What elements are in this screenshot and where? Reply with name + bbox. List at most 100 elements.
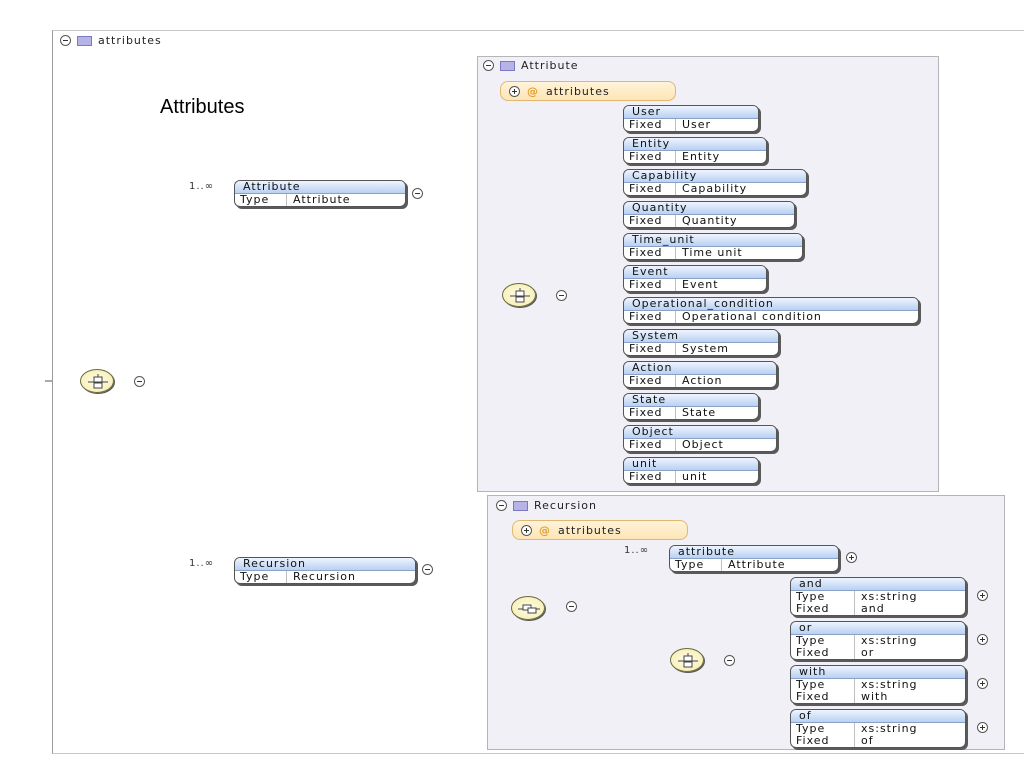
attributes-group-label: attributes xyxy=(558,523,622,537)
expand-icon[interactable] xyxy=(977,678,988,689)
collapse-icon[interactable] xyxy=(556,290,567,301)
attribute-child-element[interactable]: attribute Type Attribute xyxy=(669,545,839,572)
attributes-group-label: attributes xyxy=(546,84,610,98)
complex-type-icon xyxy=(77,35,92,46)
sequence-compositor-icon[interactable] xyxy=(502,283,536,307)
sequence-compositor-icon[interactable] xyxy=(511,596,545,620)
fixed-value: Entity xyxy=(682,150,721,163)
fixed-label: Fixed xyxy=(624,279,676,291)
multiplicity-label: 1..∞ xyxy=(624,545,650,556)
expand-icon[interactable] xyxy=(977,722,988,733)
fixed-label: Fixed xyxy=(624,343,676,355)
attribute-at-icon: @ xyxy=(539,523,551,537)
fixed-label: Fixed xyxy=(624,375,676,387)
element-name: Entity xyxy=(624,138,766,151)
fixed-value: Time unit xyxy=(682,246,743,259)
collapse-icon[interactable] xyxy=(422,564,433,575)
recursion-panel-header[interactable]: Recursion xyxy=(496,499,597,512)
element-name: or xyxy=(791,622,965,635)
fixed-value: Capability xyxy=(682,182,748,195)
choice-compositor-icon[interactable] xyxy=(670,648,704,672)
fixed-value: with xyxy=(861,690,889,703)
element-name: User xyxy=(624,106,758,119)
fixed-value: Action xyxy=(682,374,723,387)
fixed-label: Fixed xyxy=(624,407,676,419)
element-name: Attribute xyxy=(235,181,405,194)
sequence-compositor-icon[interactable] xyxy=(80,369,114,393)
fixed-label: Fixed xyxy=(624,151,676,163)
element-name: Time_unit xyxy=(624,234,802,247)
attributes-group[interactable]: @ attributes xyxy=(512,520,688,540)
attribute-at-icon: @ xyxy=(527,84,539,98)
collapse-icon[interactable] xyxy=(724,655,735,666)
type-label: Type xyxy=(670,559,722,571)
fixed-label: Fixed xyxy=(624,215,676,227)
element-name: attribute xyxy=(670,546,838,559)
fixed-value: Object xyxy=(682,438,724,451)
fixed-label: Fixed xyxy=(624,119,676,131)
multiplicity-label: 1..∞ xyxy=(189,181,215,192)
fixed-label: Fixed xyxy=(791,603,855,615)
type-value: xs:string xyxy=(861,590,918,603)
fixed-label: Fixed xyxy=(791,691,855,703)
element-name: Event xyxy=(624,266,766,279)
element-name: Capability xyxy=(624,170,806,183)
element-name: Operational_condition xyxy=(624,298,918,311)
fixed-value: Operational condition xyxy=(682,310,822,323)
attributes-group[interactable]: @ attributes xyxy=(500,81,676,101)
root-header-label: attributes xyxy=(98,34,162,47)
collapse-icon[interactable] xyxy=(483,60,494,71)
recursion-panel-title: Recursion xyxy=(534,499,597,512)
fixed-value: Quantity xyxy=(682,214,738,227)
type-label: Type xyxy=(235,194,287,206)
element-name: of xyxy=(791,710,965,723)
collapse-icon[interactable] xyxy=(60,35,71,46)
attribute-panel-header[interactable]: Attribute xyxy=(483,59,579,72)
collapse-icon[interactable] xyxy=(566,601,577,612)
fixed-value: or xyxy=(861,646,875,659)
collapse-icon[interactable] xyxy=(496,500,507,511)
element-name: Action xyxy=(624,362,776,375)
fixed-value: State xyxy=(682,406,717,419)
expand-icon[interactable] xyxy=(846,552,857,563)
type-value: xs:string xyxy=(861,634,918,647)
collapse-icon[interactable] xyxy=(134,376,145,387)
expand-icon[interactable] xyxy=(509,85,520,97)
element-name: Object xyxy=(624,426,776,439)
expand-icon[interactable] xyxy=(977,590,988,601)
element-name: and xyxy=(791,578,965,591)
fixed-value: Event xyxy=(682,278,719,291)
attribute-panel-title: Attribute xyxy=(521,59,579,72)
type-value: xs:string xyxy=(861,722,918,735)
type-value: Attribute xyxy=(293,193,351,206)
fixed-label: Fixed xyxy=(624,311,676,323)
type-value: Attribute xyxy=(728,558,786,571)
expand-icon[interactable] xyxy=(977,634,988,645)
type-label: Type xyxy=(791,679,855,691)
element-name: State xyxy=(624,394,758,407)
root-header[interactable]: attributes xyxy=(60,34,162,47)
fixed-label: Fixed xyxy=(624,247,676,259)
expand-icon[interactable] xyxy=(521,524,532,536)
collapse-icon[interactable] xyxy=(412,188,423,199)
fixed-value: of xyxy=(861,734,874,747)
fixed-value: unit xyxy=(682,470,708,483)
